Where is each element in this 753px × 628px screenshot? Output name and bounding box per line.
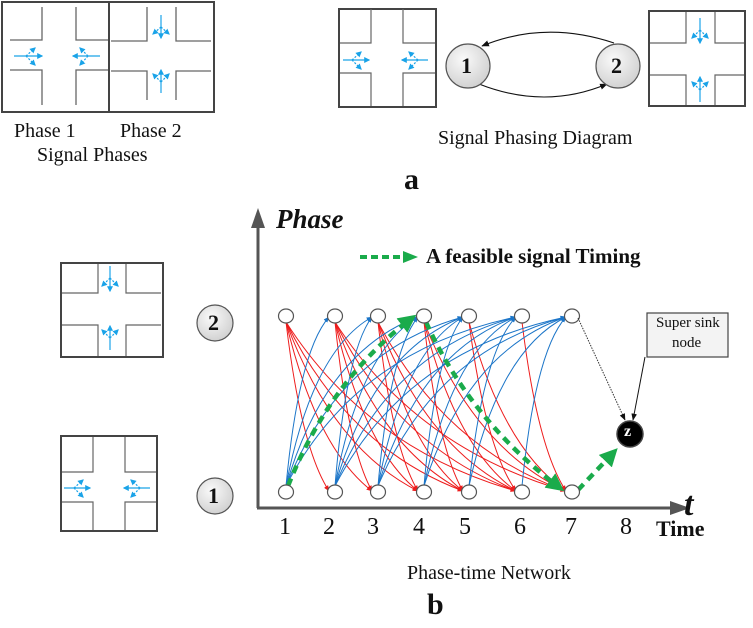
phase-transition-edge-down [285, 321, 330, 492]
feasible-path-segment [423, 321, 565, 492]
phase-transition-edge-up [521, 316, 567, 487]
legend-feasible-path-icon [360, 251, 418, 263]
phase2-side-intersection [60, 262, 164, 358]
phase-transition-edge-down [285, 321, 464, 492]
phase-2-time-node [460, 308, 478, 324]
phasing-node-2 [595, 43, 641, 89]
phase2-label: Phase 2 [120, 120, 182, 142]
time-tick-label: 6 [514, 514, 526, 540]
phase-transition-edge-up [423, 316, 567, 487]
time-axis [257, 501, 690, 515]
time-axis-label: Time [656, 516, 705, 541]
phase-1-time-node [563, 484, 581, 500]
feasible-signal-timing-path [285, 314, 618, 492]
phase1-label: Phase 1 [14, 120, 76, 142]
phase-2-time-node [513, 308, 531, 324]
phase-1-time-node [460, 484, 478, 500]
phase-2-time-node [369, 308, 387, 324]
time-tick-label: 3 [367, 514, 379, 540]
phase-transition-edge-down [377, 321, 419, 492]
signal-phasing-diagram-caption: Signal Phasing Diagram [438, 127, 633, 149]
feasible-path-segment [576, 448, 618, 492]
phase-transition-edge-up [285, 315, 517, 487]
legend-label: A feasible signal Timing [426, 244, 641, 268]
time-tick-label: 1 [279, 514, 291, 540]
phase-1-time-node [369, 484, 387, 500]
phase-node-1-label: 1 [208, 483, 219, 508]
panel-a-label: a [404, 163, 419, 196]
phasing-diagram-left-intersection [338, 8, 437, 108]
phase2-movement-arrows [152, 15, 170, 93]
time-axis-symbol: t [684, 486, 694, 523]
phase-transition-edge-down [285, 321, 419, 492]
phase-transition-edge-down [334, 321, 517, 492]
time-tick-label: 7 [565, 514, 577, 540]
phase-1-time-node [326, 484, 344, 500]
phase-2-time-node [415, 308, 433, 324]
phase-transition-edge-down [334, 321, 373, 492]
phasing-node-1 [445, 43, 491, 89]
phase-node-2 [196, 304, 234, 342]
super-sink-node-label: z [624, 423, 632, 440]
phase1-side-intersection [60, 435, 158, 532]
time-tick-label: 8 [620, 514, 632, 540]
phase-transition-edge-down [285, 321, 373, 492]
phase-axis [251, 208, 265, 508]
phase-transition-edge-up [377, 316, 464, 487]
time-tick-label: 2 [323, 514, 335, 540]
phase-transition-edge-down [334, 321, 567, 492]
phase-1-time-node [415, 484, 433, 500]
phase-time-nodes [277, 308, 581, 500]
phase-2-time-node [563, 308, 581, 324]
phase-transition-edge-down [377, 321, 567, 492]
phasing-node-2-label: 2 [611, 53, 622, 78]
phase-transition-edge-up [334, 316, 517, 487]
phasing-diagram-right-intersection [648, 10, 746, 107]
phase-transition-edge-down [334, 321, 464, 492]
phase-2-time-node [277, 308, 295, 324]
phase-transition-edge-down [423, 321, 517, 492]
time-tick-label: 4 [413, 514, 425, 540]
phase-transition-edge-up [468, 316, 567, 487]
phase2-intersection [111, 7, 211, 100]
phase-transition-edge-up [285, 316, 419, 487]
phase-1-time-node [513, 484, 531, 500]
super-sink-callout-line2: node [672, 335, 702, 351]
phase-1-time-node [277, 484, 295, 500]
signal-phases-box [1, 1, 215, 113]
phase-transition-edge-up [334, 315, 567, 487]
phase-transition-edge-up [285, 316, 373, 487]
phase-transition-edge-up [377, 316, 517, 487]
feasible-path-segment [285, 314, 417, 487]
phase-transition-edge-down [468, 321, 517, 492]
phase-transition-edge-up [423, 316, 464, 487]
phase-transition-edge-up [334, 316, 464, 487]
phase-transition-edge-up [423, 316, 517, 487]
phase-transition-edge-up [285, 316, 330, 487]
phase-transition-edge-down [285, 321, 517, 492]
phasing-node-1-label: 1 [461, 53, 472, 78]
super-sink-callout-line1: Super sink [656, 315, 720, 331]
phase-axis-label: Phase [276, 204, 344, 234]
phase-time-network-caption: Phase-time Network [407, 562, 571, 584]
super-sink-node [577, 317, 646, 448]
phase-transition-edge-down [334, 321, 419, 492]
super-sink-callout-box [646, 312, 729, 358]
phase-node-2-label: 2 [208, 310, 219, 335]
phasing-cycle-arrows [478, 31, 615, 98]
phase-transition-edge-down [377, 321, 517, 492]
phase-2-time-node [326, 308, 344, 324]
panel-b-label: b [427, 588, 444, 621]
phase1-movement-arrows [14, 47, 100, 66]
phase-node-1 [196, 477, 234, 515]
signal-phases-caption: Signal Phases [37, 144, 148, 166]
phase-transition-edge-up [468, 316, 517, 487]
phase-transition-edge-down [377, 321, 464, 492]
phase1-intersection [10, 7, 108, 105]
time-tick-label: 5 [459, 514, 471, 540]
